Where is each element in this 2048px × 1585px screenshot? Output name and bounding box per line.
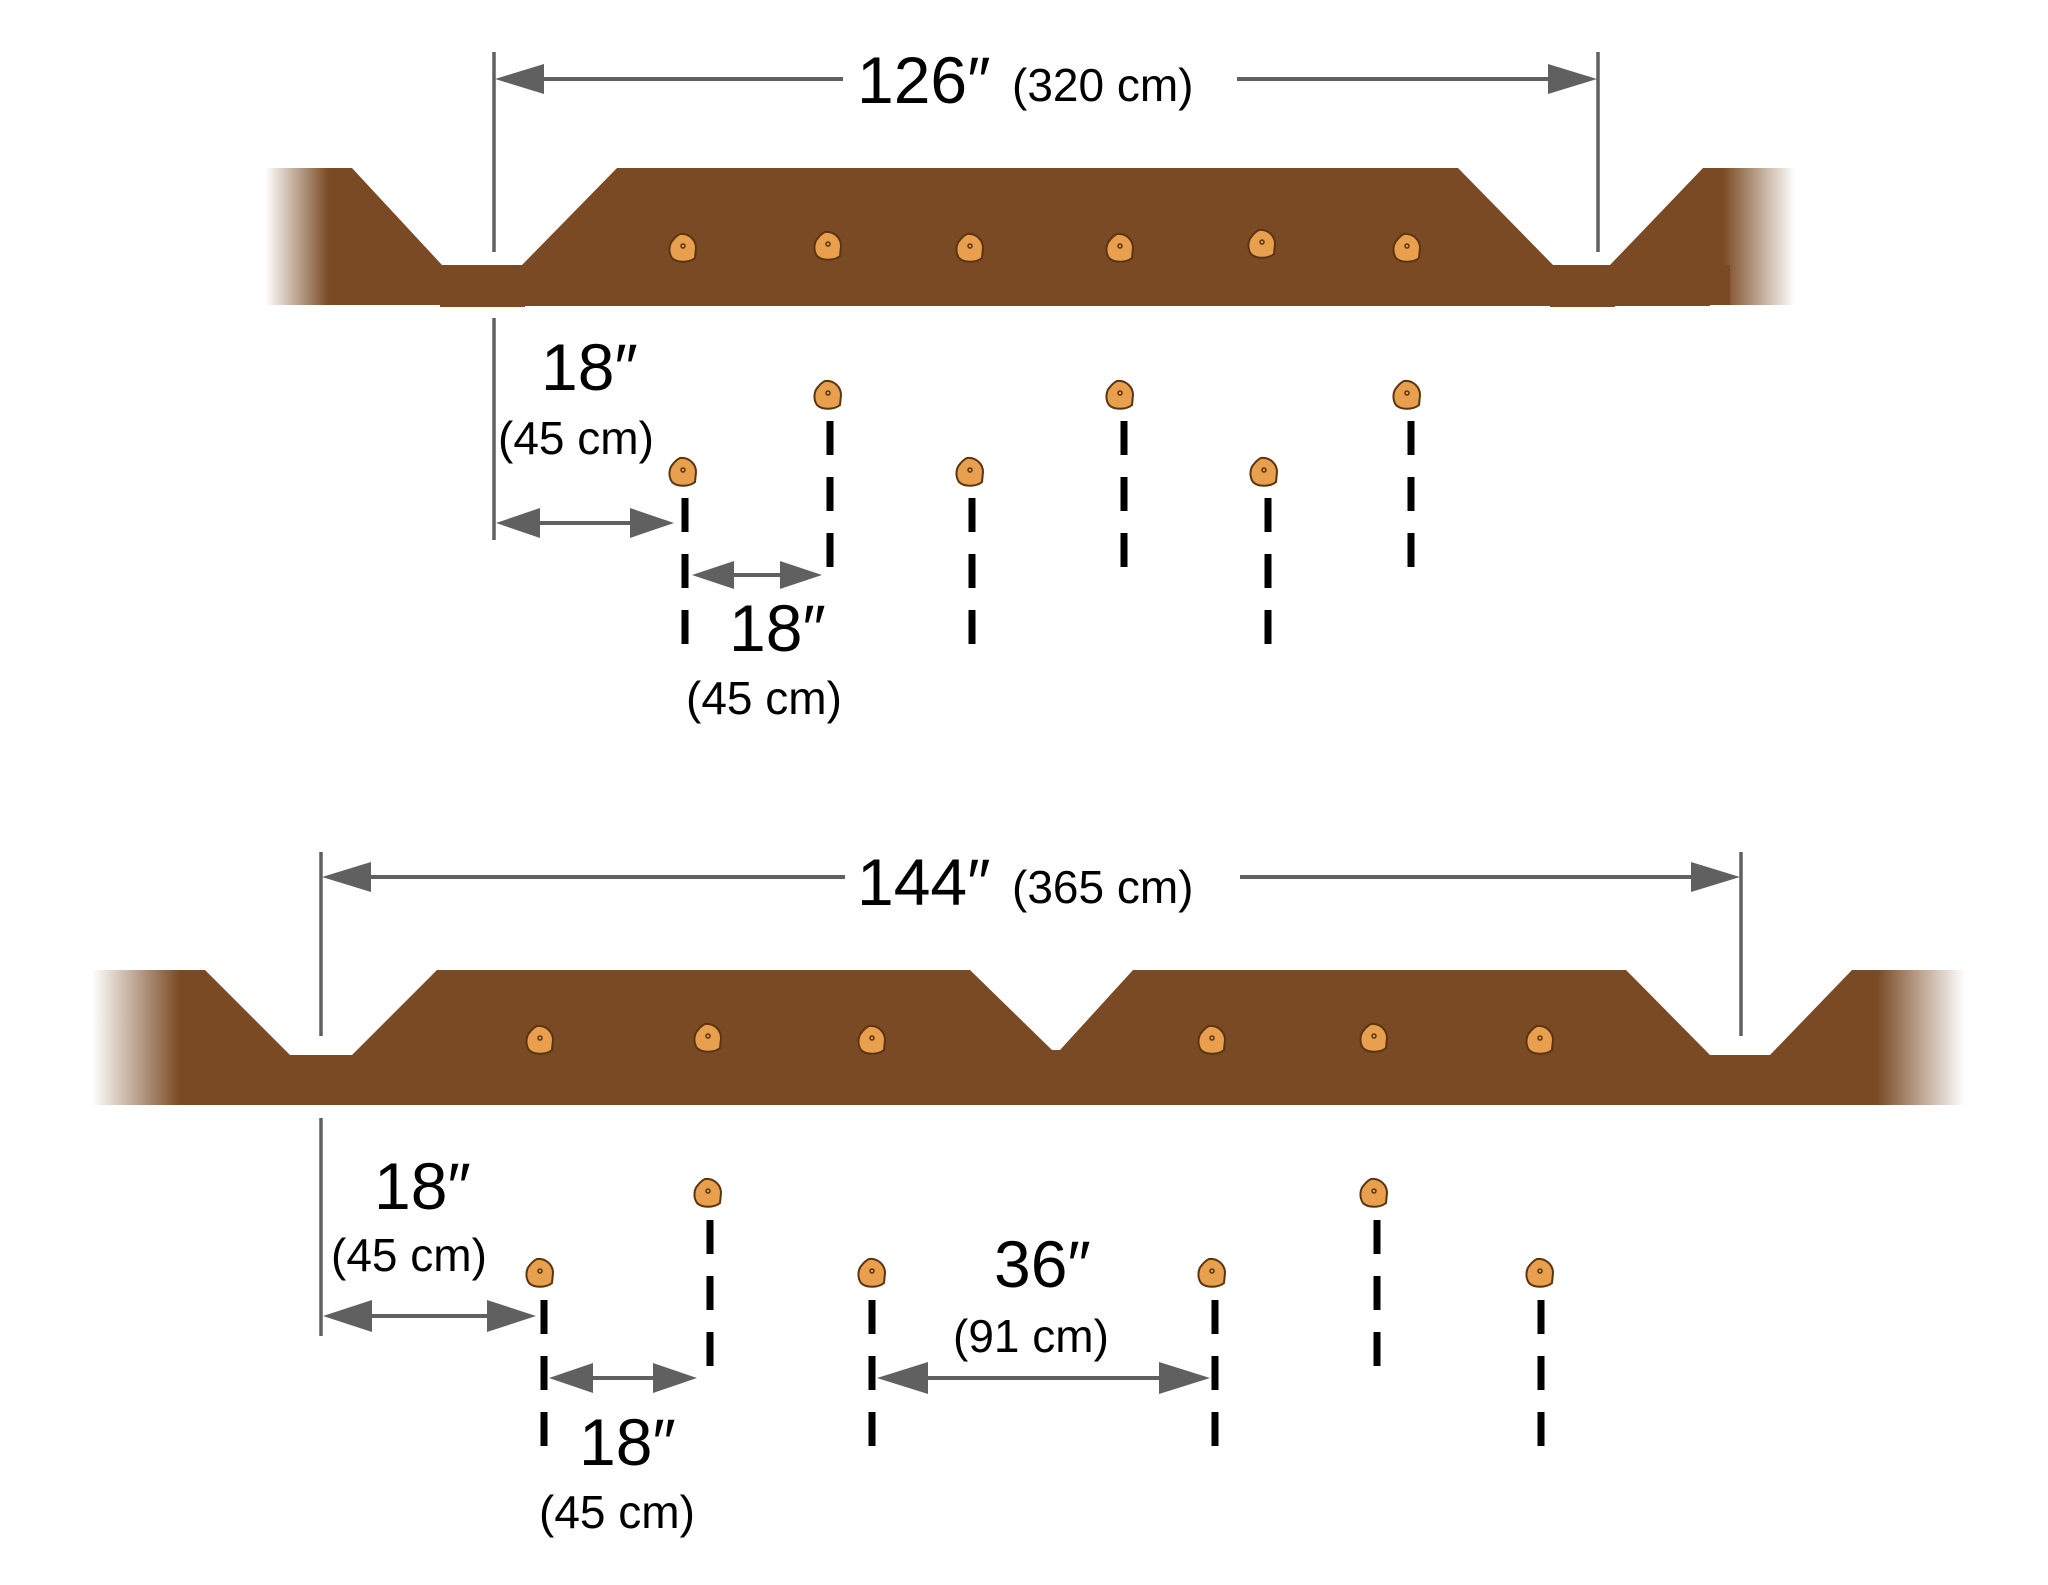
plant-spacing-dimension: 18″ (45 cm)	[539, 1363, 697, 1538]
seed-potato-icon	[813, 379, 842, 410]
seed-potato-icon	[525, 1024, 554, 1055]
seed-potato-icon	[1105, 232, 1134, 263]
bed-width-inches: 126″	[857, 43, 990, 117]
bed-width-dimension: 144″ (365 cm)	[319, 845, 1743, 1036]
bed-width-cm: (365 cm)	[1012, 861, 1193, 913]
seed-potato-icon	[1105, 379, 1134, 410]
plant-row-markers	[525, 1177, 1554, 1460]
edge-spacing-cm: (45 cm)	[498, 412, 654, 464]
plant-spacing-cm: (45 cm)	[686, 672, 842, 724]
gap-spacing-inches: 36″	[994, 1227, 1091, 1301]
edge-spacing-dimension: 18″ (45 cm)	[323, 1149, 536, 1332]
gap-spacing-dimension: 36″ (91 cm)	[877, 1227, 1210, 1394]
seed-potato-icon	[668, 456, 697, 487]
plant-spacing-dimension: 18″ (45 cm)	[686, 561, 842, 724]
seed-potato-icon	[693, 1022, 722, 1053]
plant-spacing-inches: 18″	[579, 1405, 676, 1479]
edge-spacing-inches: 18″	[541, 330, 638, 404]
seed-potato-icon	[1359, 1177, 1388, 1208]
edge-spacing-cm: (45 cm)	[331, 1229, 487, 1281]
bed-width-cm: (320 cm)	[1012, 59, 1193, 111]
plant-row-markers	[668, 379, 1421, 655]
seed-potato-icon	[1197, 1024, 1226, 1055]
seed-potato-icon	[1249, 456, 1278, 487]
seed-potato-icon	[1525, 1024, 1554, 1055]
soil-cross-section	[265, 168, 1795, 307]
seed-potato-icon	[955, 232, 984, 263]
seed-potato-icon	[693, 1177, 722, 1208]
bed-width-inches: 144″	[857, 845, 990, 919]
edge-spacing-dimension: 18″ (45 cm)	[496, 330, 674, 538]
seed-potato-icon	[955, 456, 984, 487]
double-bed-diagram: 144″ (365 cm)	[92, 845, 1965, 1538]
plant-spacing-inches: 18″	[729, 591, 826, 665]
seed-potato-icon	[1197, 1257, 1226, 1288]
seed-potato-icon	[857, 1024, 886, 1055]
seed-potato-icon	[813, 230, 842, 261]
seed-potato-icon	[1247, 228, 1276, 259]
edge-spacing-inches: 18″	[374, 1149, 471, 1223]
single-bed-diagram: 126″ (320 cm)	[265, 43, 1795, 724]
plant-spacing-cm: (45 cm)	[539, 1486, 695, 1538]
seed-potato-icon	[1525, 1257, 1554, 1288]
seed-potato-icon	[525, 1257, 554, 1288]
gap-spacing-cm: (91 cm)	[953, 1310, 1109, 1362]
bed-width-dimension: 126″ (320 cm)	[492, 43, 1600, 252]
soil-cross-section	[92, 970, 1965, 1105]
seed-potato-icon	[1392, 232, 1421, 263]
seed-potato-icon	[668, 232, 697, 263]
seed-potato-icon	[1359, 1022, 1388, 1053]
seed-potato-icon	[857, 1257, 886, 1288]
seed-potato-icon	[1392, 379, 1421, 410]
